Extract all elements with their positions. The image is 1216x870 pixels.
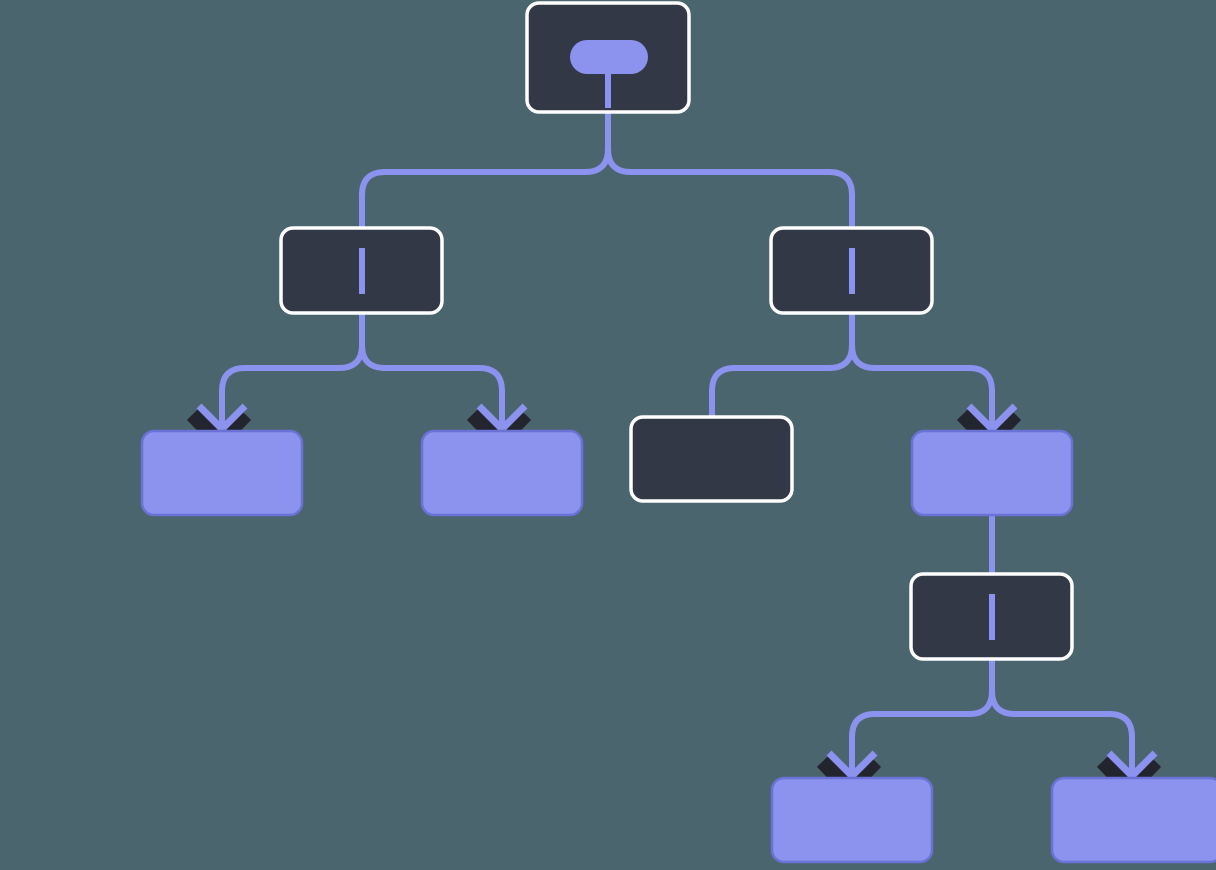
tree-node-n3[interactable] [140, 429, 304, 517]
edge-n1-n4[interactable] [359, 313, 505, 434]
edge-n7-n9[interactable] [989, 659, 1135, 781]
arrowhead-icon [1106, 750, 1158, 781]
node-layer [140, 1, 1216, 864]
edge-n0-n1[interactable] [359, 112, 611, 232]
edge-n2-n6[interactable] [849, 313, 995, 434]
tree-node-n8[interactable] [770, 776, 934, 864]
tree-node-n6[interactable] [910, 429, 1074, 517]
tree-node-n5[interactable] [629, 415, 794, 503]
root-node-pill [570, 40, 648, 74]
tree-node-n9[interactable] [1050, 776, 1216, 864]
arrowhead-icon [826, 750, 878, 781]
node-overlay-layer [359, 40, 995, 640]
edge-n0-n2[interactable] [605, 112, 855, 232]
arrowhead-icon [966, 403, 1018, 434]
edge-n2-n5[interactable] [709, 313, 855, 420]
arrowhead-icon [476, 403, 528, 434]
tree-node-n4[interactable] [420, 429, 584, 517]
arrowhead-icon [196, 403, 248, 434]
